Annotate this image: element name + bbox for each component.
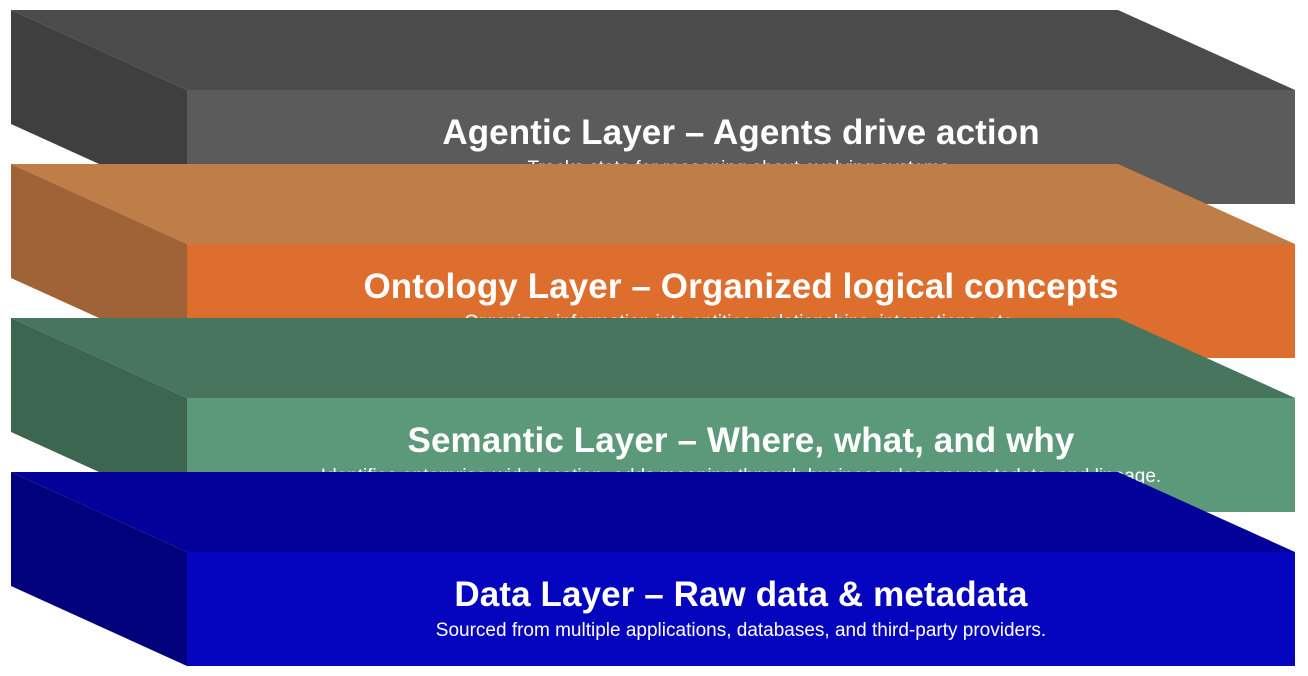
ontology-layer-title: Ontology Layer – Organized logical conce… xyxy=(363,267,1119,306)
agentic-layer-top-face xyxy=(11,10,1295,90)
data-layer-subtitle: Sourced from multiple applications, data… xyxy=(435,620,1047,641)
semantic-layer-title: Semantic Layer – Where, what, and why xyxy=(407,421,1075,460)
data-layer-top-face xyxy=(11,472,1295,552)
data-layer-front-face xyxy=(187,552,1295,666)
data-layer-title: Data Layer – Raw data & metadata xyxy=(454,575,1028,614)
data-layer-side-face xyxy=(11,472,187,666)
data-layer: Data Layer – Raw data & metadata Sourced… xyxy=(0,472,1308,672)
agentic-layer-title: Agentic Layer – Agents drive action xyxy=(442,113,1040,152)
agentic-layer-side-face xyxy=(11,10,187,204)
data-layer-shape xyxy=(11,472,1295,666)
semantic-layer-side-face xyxy=(11,318,187,512)
data-layer-text: Data Layer – Raw data & metadata Sourced… xyxy=(187,552,1295,666)
ontology-layer-side-face xyxy=(11,164,187,358)
semantic-layer-top-face xyxy=(11,318,1295,398)
ontology-layer-top-face xyxy=(11,164,1295,244)
